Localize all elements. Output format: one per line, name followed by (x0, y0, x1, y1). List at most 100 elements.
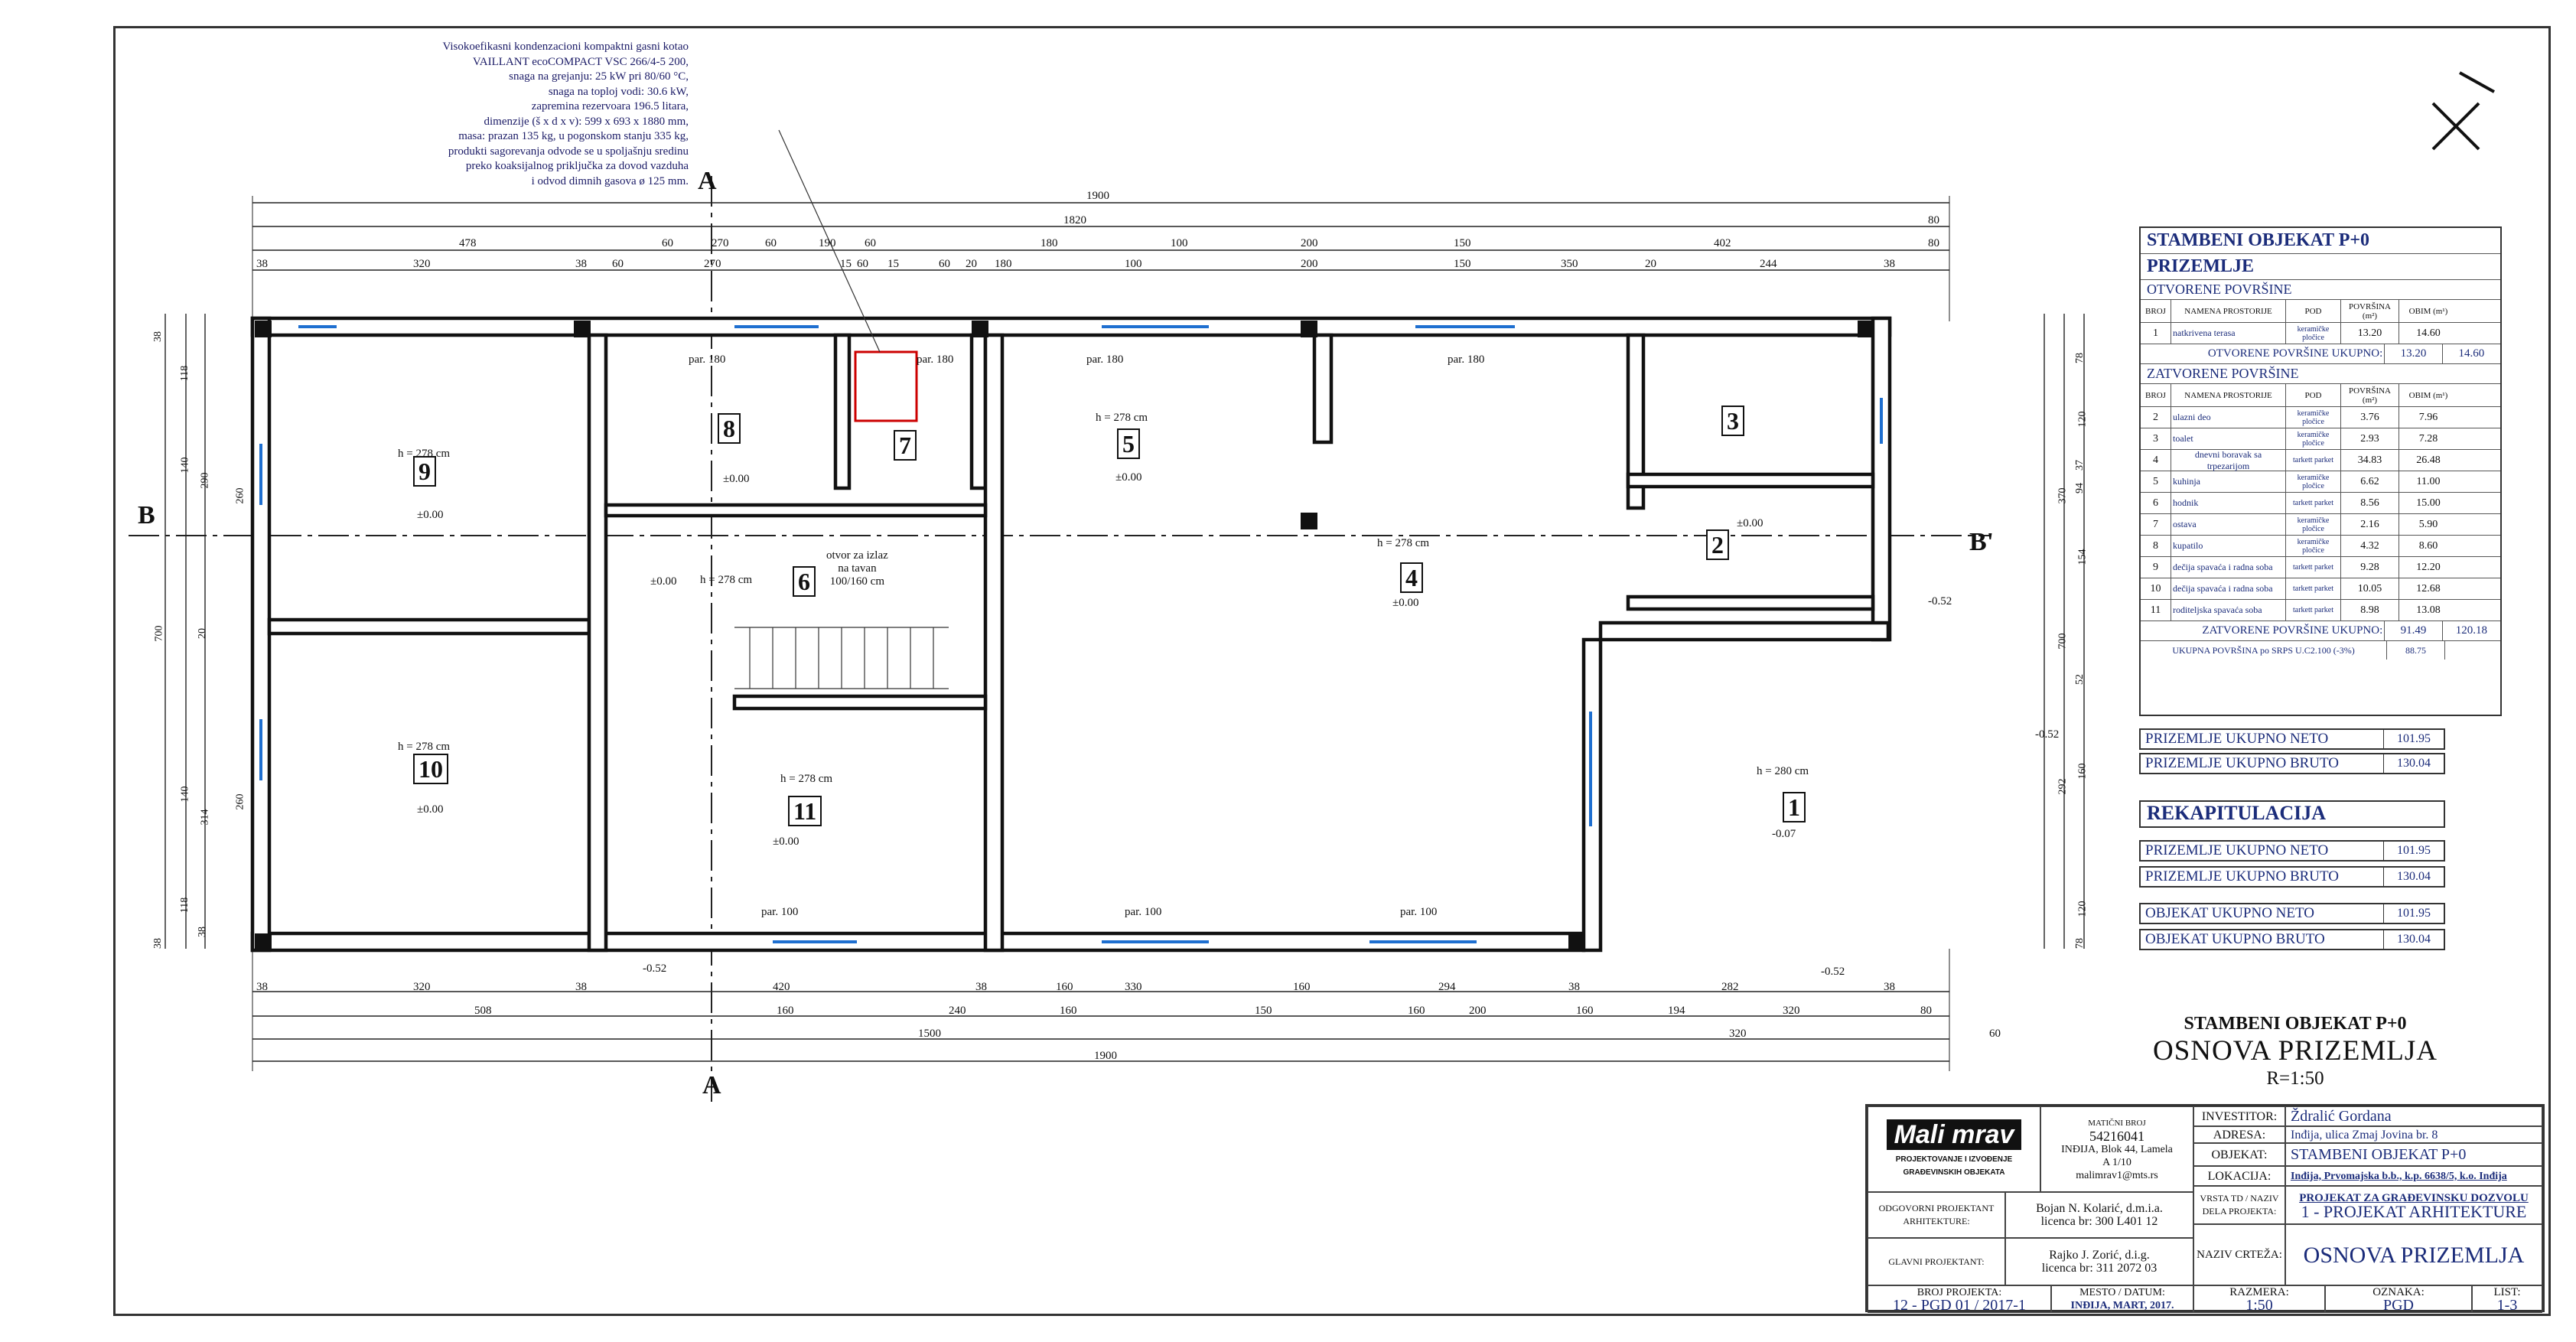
room-number: 8 (718, 413, 741, 444)
area-table: STAMBENI OBJEKAT P+0 PRIZEMLJE OTVORENE … (2139, 226, 2502, 716)
place-box: MESTO / DATUM: INĐIJA, MART, 2017. (2051, 1285, 2193, 1313)
lokacija-value: Inđija, Prvomajska b.b., k.p. 6638/5, k.… (2285, 1166, 2542, 1186)
chief-name: Rajko J. Zorić, d.i.g. (2049, 1249, 2150, 1262)
dim-label: 270 (704, 258, 721, 270)
outside-level: -0.52 (643, 963, 667, 975)
table-cell: ostava (2171, 514, 2286, 535)
table-cell: ulazni deo (2171, 407, 2286, 428)
table-cell: 6.62 (2341, 471, 2399, 492)
dim-label: 478 (459, 237, 477, 249)
dim-label: 350 (1561, 258, 1578, 270)
room-height: h = 278 cm (398, 448, 451, 460)
table-cell: keramičke pločice (2286, 407, 2341, 428)
dim-label: 38 (575, 981, 587, 993)
dim-label: 370 (2057, 487, 2069, 504)
room-number: 7 (894, 430, 917, 461)
table-cell: toalet (2171, 428, 2286, 449)
note-line: zapremina rezervoara 196.5 litara, (531, 100, 689, 112)
dim-label: 38 (1568, 981, 1580, 993)
table-cell: 4.32 (2341, 536, 2399, 556)
open-total: OTVORENE POVRŠINE UKUPNO: 13.20 14.60 (2141, 344, 2500, 364)
dim-label: 240 (949, 1005, 966, 1017)
dim-label: 1820 (1063, 214, 1086, 226)
open-total-area: 13.20 (2385, 344, 2443, 363)
parapet-label: par. 180 (917, 353, 954, 366)
proj-no-label: BROJ PROJEKTA: (1917, 1287, 2002, 1298)
table-header-cell: POVRŠINA (m²) (2341, 384, 2399, 406)
table-cell: 12.68 (2416, 582, 2441, 594)
dim-label: 194 (1668, 1005, 1685, 1017)
table-cell: 7.28 (2418, 432, 2438, 445)
dim-label: 60 (612, 258, 624, 270)
dim-label: 38 (975, 981, 987, 993)
company-info: MATIČNI BROJ 54216041 INĐIJA, Blok 44, L… (2040, 1106, 2193, 1192)
dim-label: 420 (773, 981, 790, 993)
note-line: VAILLANT ecoCOMPACT VSC 266/4-5 200, (472, 55, 689, 68)
dim-label: 120 (2076, 901, 2089, 917)
dim-label: 180 (995, 258, 1012, 270)
lokacija-label: LOKACIJA: (2193, 1166, 2285, 1186)
room-number: 11 (788, 796, 822, 826)
table-cell: 8.56 (2341, 493, 2399, 513)
table-cell: keramičke pločice (2286, 514, 2341, 535)
dim-label: 15 (887, 258, 899, 270)
adresa-label: ADRESA: (2193, 1126, 2285, 1143)
dim-label: 292 (2057, 778, 2069, 795)
dim-label: 38 (575, 258, 587, 270)
room-number: 4 (1400, 562, 1423, 593)
table-header-cell: NAMENA PROSTORIJE (2171, 384, 2286, 406)
note-line: Visokoefikasni kondenzacioni kompaktni g… (442, 41, 689, 53)
note-line: produkti sagorevanja odvode se u spoljaš… (448, 145, 689, 158)
vrsta-box: PROJEKAT ZA GRAĐEVINSKU DOZVOLU 1 - PROJ… (2285, 1186, 2542, 1224)
room-level: ±0.00 (1392, 597, 1419, 609)
note-line: dimenzije (š x d x v): 599 x 693 x 1880 … (484, 115, 689, 128)
table-cell: keramičke pločice (2286, 428, 2341, 449)
table-cell: 6 (2141, 493, 2171, 513)
note-line: preko koaksijalnog priključka za dovod v… (465, 160, 689, 172)
room-height: h = 278 cm (780, 773, 833, 785)
room-level: ±0.00 (1737, 517, 1763, 529)
place-value: INĐIJA, MART, 2017. (2070, 1300, 2174, 1311)
room-level: ±0.00 (723, 473, 750, 485)
table-cell: 14.60 (2416, 327, 2441, 339)
room-level: ±0.00 (773, 835, 800, 848)
title-block: Mali mrav PROJEKTOVANJE I IZVOĐENJE GRAĐ… (1865, 1104, 2545, 1314)
table-header-cell: OBIM (m¹) (2408, 390, 2448, 400)
outside-level: -0.52 (2035, 728, 2060, 741)
srps-area: 88.75 (2387, 641, 2445, 660)
table-cell: kupatilo (2171, 536, 2286, 556)
room-height: h = 280 cm (1757, 765, 1809, 777)
note-line: snaga na toploj vodi: 30.6 kW, (548, 85, 689, 98)
open-total-perimeter: 14.60 (2458, 347, 2485, 360)
summary-label: PRIZEMLJE UKUPNO NETO (2141, 730, 2384, 748)
room-number: 1 (1783, 792, 1806, 822)
table-header-cell: POVRŠINA (m²) (2341, 300, 2399, 322)
dim-label: 320 (1783, 1005, 1800, 1017)
attic-line: 100/160 cm (829, 575, 885, 588)
table-cell: hodnik (2171, 493, 2286, 513)
parapet-label: par. 180 (1448, 353, 1485, 366)
recap-title: REKAPITULACIJA (2139, 800, 2445, 828)
table-cell: 7.96 (2418, 411, 2438, 423)
dim-label: 20 (966, 258, 977, 270)
company-address: INĐIJA, Blok 44, Lamela A 1/10 (2061, 1143, 2173, 1168)
dim-label: 20 (197, 628, 208, 639)
mb-value: 54216041 (2089, 1128, 2144, 1144)
dim-label: 260 (234, 793, 246, 810)
razmera-value: 1:50 (2245, 1297, 2273, 1314)
note-line: snaga na grejanju: 25 kW pri 80/60 °C, (509, 70, 689, 83)
recap-label: PRIZEMLJE UKUPNO BRUTO (2141, 868, 2384, 886)
dim-label: 294 (1438, 981, 1456, 993)
proj-no: 12 - PGD 01 / 2017-1 (1893, 1297, 2026, 1314)
table-cell: 10 (2141, 578, 2171, 599)
dim-label: 94 (2074, 483, 2086, 493)
dim-label: 78 (2074, 938, 2086, 949)
dim-label: 330 (1125, 981, 1142, 993)
table-cell: 3.76 (2341, 407, 2399, 428)
resp-name: Bojan N. Kolarić, d.m.i.a. (2036, 1202, 2163, 1215)
parapet-label: par. 180 (689, 353, 726, 366)
